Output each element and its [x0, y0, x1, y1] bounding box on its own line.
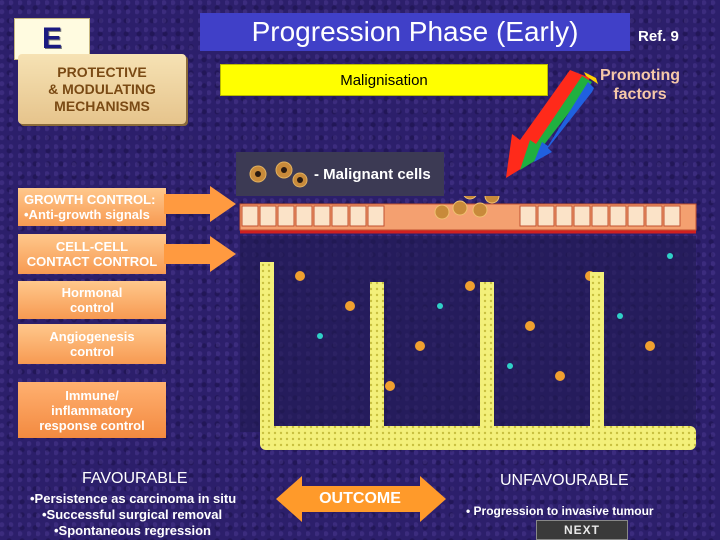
cell-contact-control-box: CELL-CELL CONTACT CONTROL [18, 234, 166, 274]
malignant-cells-legend: - Malignant cells [236, 152, 444, 196]
growth-control-label: GROWTH CONTROL: •Anti-growth signals [24, 192, 156, 222]
protective-mechanisms-label: PROTECTIVE & MODULATING MECHANISMS [48, 63, 156, 114]
section-badge: E [14, 18, 90, 60]
favourable-item: •Persistence as carcinoma in situ [30, 491, 237, 506]
tissue-illustration [239, 196, 697, 450]
unfavourable-title: UNFAVOURABLE [500, 472, 629, 489]
section-letter: E [41, 22, 62, 55]
favourable-item: •Successful surgical removal [42, 507, 223, 522]
angiogenesis-control-label: Angiogenesis control [49, 329, 135, 359]
immune-control-box: Immune/ inflammatory response control [18, 382, 166, 438]
promoting-factors-label: Promoting factors [600, 67, 680, 103]
next-button[interactable]: NEXT [536, 520, 628, 540]
slide-title: Progression Phase (Early) [200, 13, 630, 51]
arrow-growth [164, 186, 236, 222]
slide-title-text: Progression Phase (Early) [251, 16, 579, 47]
cell-contact-control-label: CELL-CELL CONTACT CONTROL [26, 239, 158, 269]
hormonal-control-box: Hormonal control [18, 281, 166, 319]
malignant-cell-icon [249, 161, 308, 188]
angiogenesis-control-box: Angiogenesis control [18, 324, 166, 364]
protective-mechanisms-scroll: PROTECTIVE & MODULATING MECHANISMS [18, 54, 186, 124]
outcome-label: OUTCOME [319, 490, 401, 507]
arrow-contact [164, 236, 236, 272]
next-button-label: NEXT [563, 523, 600, 537]
outcome-double-arrow [276, 476, 446, 522]
reference-label: Ref. 9 [638, 28, 679, 45]
favourable-title: FAVOURABLE [82, 470, 188, 487]
outcome-box: OUTCOME [300, 482, 420, 516]
promoting-factors-arrow [506, 70, 598, 178]
unfavourable-item: • Progression to invasive tumour [466, 504, 654, 518]
immune-control-label: Immune/ inflammatory response control [39, 387, 145, 433]
subtitle-text: Malignisation [340, 71, 428, 89]
malignant-cells-legend-label: - Malignant cells [314, 165, 431, 183]
control-arrows [164, 186, 236, 272]
favourable-item: •Spontaneous regression [54, 523, 211, 538]
subtitle-banner: Malignisation [220, 64, 548, 96]
favourable-list: •Persistence as carcinoma in situ •Succe… [30, 491, 236, 539]
growth-control-box: GROWTH CONTROL: •Anti-growth signals [18, 188, 166, 226]
hormonal-control-label: Hormonal control [61, 285, 123, 315]
